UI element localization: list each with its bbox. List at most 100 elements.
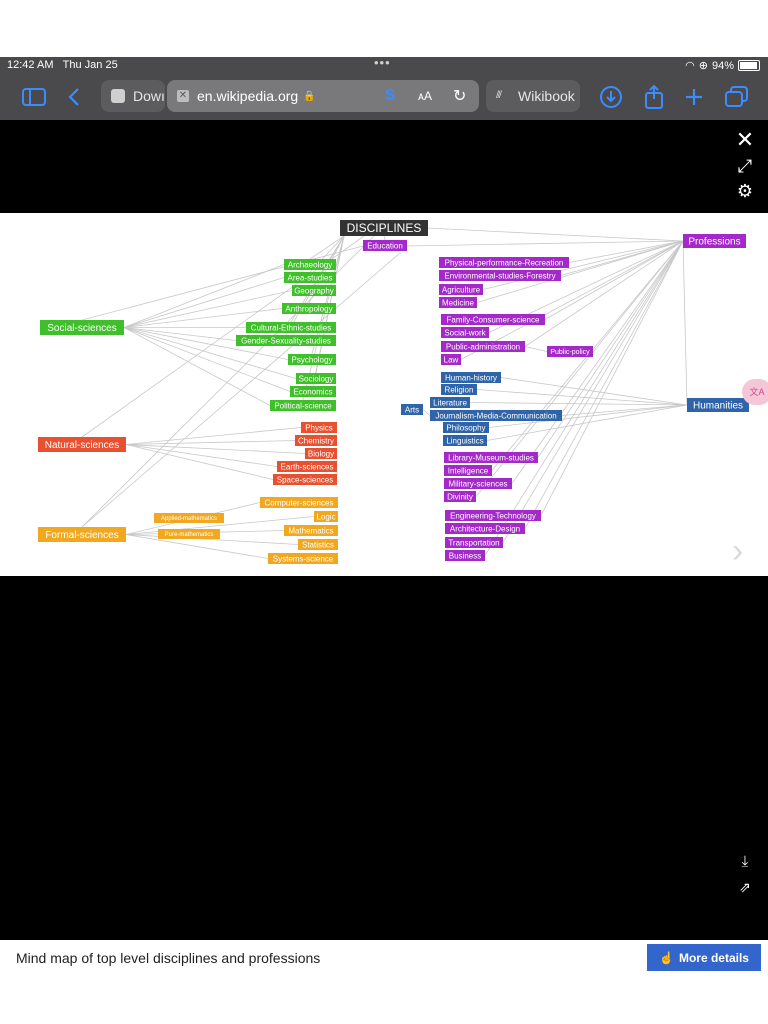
connector-line xyxy=(123,308,283,328)
back-icon[interactable] xyxy=(60,83,88,111)
svg-text:Psychology: Psychology xyxy=(292,355,333,364)
node-law: Law xyxy=(441,354,461,365)
connector-line xyxy=(123,327,271,406)
connector-line xyxy=(125,534,299,545)
connector-line xyxy=(427,227,684,242)
extension-icon[interactable]: S xyxy=(385,87,396,104)
tab-label: Wikibook xyxy=(518,88,575,104)
download-image-icon[interactable]: ⤓ xyxy=(741,853,749,870)
connector-line xyxy=(682,240,688,406)
svg-text:Applied-mathematics: Applied-mathematics xyxy=(161,516,217,522)
connector-line xyxy=(123,327,237,341)
node-philosophy: Philosophy xyxy=(443,422,489,433)
tab-wikibooks[interactable]: ⫻ Wikibook xyxy=(486,80,580,112)
close-icon[interactable]: ✕ xyxy=(735,127,755,152)
battery-icon xyxy=(738,60,760,71)
node-public-administration: Public-administration xyxy=(441,341,525,352)
svg-text:DISCIPLINES: DISCIPLINES xyxy=(347,221,422,235)
node-physics: Physics xyxy=(301,422,337,433)
wifi-icon: ◠ xyxy=(685,60,695,72)
top-margin xyxy=(0,0,768,57)
node-arts: Arts xyxy=(401,404,423,415)
connector-line xyxy=(125,444,278,467)
node-space-sciences: Space-sciences xyxy=(273,474,337,485)
c-favicon-icon xyxy=(111,89,125,103)
more-details-button[interactable]: ☝ More details xyxy=(647,944,761,971)
svg-text:Education: Education xyxy=(367,241,403,250)
expand-icon[interactable]: ⤢ xyxy=(737,156,753,176)
svg-text:Architecture-Design: Architecture-Design xyxy=(450,524,520,533)
status-bar: 12:42 AM Thu Jan 25 ••• ◠ ⊕ 94% xyxy=(0,55,768,75)
translate-icon[interactable]: 文A xyxy=(742,379,768,405)
connector-line xyxy=(524,240,684,529)
svg-text:Systems-science: Systems-science xyxy=(273,554,334,563)
node-disciplines: DISCIPLINES xyxy=(340,220,428,236)
reload-icon[interactable]: ↻ xyxy=(453,88,467,105)
connector-line xyxy=(482,240,684,290)
new-tab-icon[interactable] xyxy=(680,83,708,111)
connector-line xyxy=(125,440,296,445)
node-area-studies: Area-studies xyxy=(284,272,336,283)
status-right: ◠ ⊕ 94% xyxy=(685,59,760,72)
svg-text:Library-Museum-studies: Library-Museum-studies xyxy=(448,453,534,462)
battery-percent: 94% xyxy=(711,59,734,72)
svg-text:Chemistry: Chemistry xyxy=(298,436,334,445)
wikibooks-favicon-icon: ⫻ xyxy=(496,90,502,101)
svg-text:Military-sciences: Military-sciences xyxy=(448,479,507,488)
connector-line xyxy=(302,235,345,401)
connector-line xyxy=(568,240,684,263)
node-sociology: Sociology xyxy=(296,373,336,384)
gear-icon[interactable]: ⚙ xyxy=(736,181,754,201)
node-anthropology: Anthropology xyxy=(282,303,336,314)
svg-text:Divinity: Divinity xyxy=(447,492,473,501)
lock-rotation-icon: ⊕ xyxy=(698,60,708,72)
connector-line xyxy=(81,235,375,528)
svg-text:Literature: Literature xyxy=(433,398,467,407)
connector-line xyxy=(469,402,688,406)
next-image-chevron-icon[interactable]: › xyxy=(732,532,744,570)
svg-text:Economics: Economics xyxy=(293,387,332,396)
connector-line xyxy=(511,240,684,484)
text-size-icon[interactable]: ᴀA xyxy=(418,89,432,103)
connector-line xyxy=(502,240,684,543)
svg-text:Agriculture: Agriculture xyxy=(442,285,481,294)
svg-text:Journalism-Media-Communication: Journalism-Media-Communication xyxy=(435,411,556,420)
svg-text:Linguistics: Linguistics xyxy=(446,436,483,445)
connector-line xyxy=(125,534,269,559)
close-tab-icon[interactable]: ✕ xyxy=(177,90,189,102)
svg-text:Business: Business xyxy=(449,551,481,560)
connector-line xyxy=(125,516,315,535)
tab-overview-icon[interactable] xyxy=(723,83,751,111)
hand-pointer-icon: ☝ xyxy=(659,950,674,965)
tab-wikipedia[interactable]: ✕ en.wikipedia.org 🔒 S ᴀA ↻ xyxy=(167,80,479,112)
node-public-policy: Public-policy xyxy=(547,346,593,357)
node-environmental-studies-forestry: Environmental-studies-Forestry xyxy=(439,270,561,281)
share-icon[interactable] xyxy=(640,83,668,111)
connector-line xyxy=(460,240,684,360)
svg-text:Philosophy: Philosophy xyxy=(446,423,485,432)
connector-line xyxy=(81,252,401,528)
connector-line xyxy=(125,444,306,454)
browser-toolbar: Dowı ✕ en.wikipedia.org 🔒 S ᴀA ↻ ⫻ Wikib… xyxy=(0,75,768,120)
share-image-icon[interactable]: ⇗ xyxy=(739,879,751,895)
svg-text:Earth-sciences: Earth-sciences xyxy=(281,462,334,471)
node-human-history: Human-history xyxy=(441,372,501,383)
multitask-dots-icon[interactable]: ••• xyxy=(374,55,391,70)
svg-text:Humanities: Humanities xyxy=(693,401,743,412)
connector-line xyxy=(561,404,688,416)
connector-line xyxy=(524,346,548,352)
node-cultural-ethnic-studies: Cultural-Ethnic-studies xyxy=(246,322,336,333)
tab-downloads[interactable]: Dowı xyxy=(101,80,165,112)
download-icon[interactable] xyxy=(597,83,625,111)
node-pure-mathematics: Pure-mathematics xyxy=(158,529,220,539)
svg-text:Social-work: Social-work xyxy=(444,328,486,337)
connector-line xyxy=(81,245,364,321)
node-social-sciences: Social-sciences xyxy=(40,320,124,335)
svg-text:Pure-mathematics: Pure-mathematics xyxy=(165,532,214,538)
sidebar-icon[interactable] xyxy=(20,83,48,111)
connector-line xyxy=(540,240,684,516)
connector-line xyxy=(476,240,684,303)
node-education: Education xyxy=(363,240,407,251)
